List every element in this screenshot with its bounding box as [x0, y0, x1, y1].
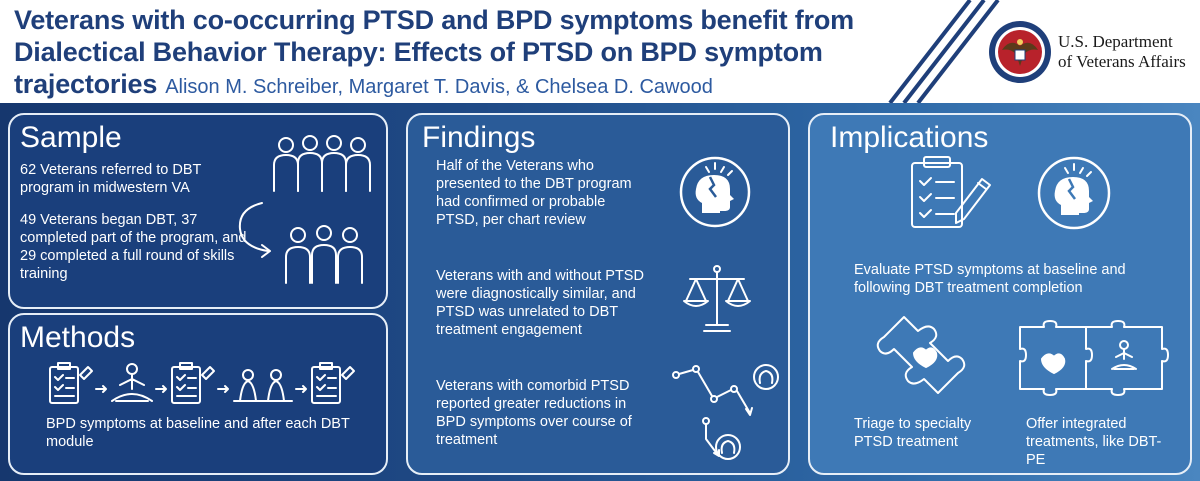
people-small-group-icon: [285, 225, 363, 284]
scales-of-justice-icon: [683, 265, 751, 332]
findings-text-3: Veterans with comorbid PTSD reported gre…: [436, 378, 632, 448]
findings-panel: Findings Half of the Veterans who presen…: [406, 113, 790, 475]
head-stress-icon: [679, 156, 751, 228]
implications-text-1: Evaluate PTSD symptoms at baseline and f…: [854, 262, 1126, 296]
methods-panel: Methods: [8, 313, 388, 475]
methods-title: Methods: [20, 321, 136, 354]
connected-puzzle-icon: [1019, 320, 1169, 396]
methods-sequence-icons: [49, 362, 355, 404]
authors: Alison M. Schreiber, Margaret T. Davis, …: [165, 76, 713, 98]
org-line-2: of Veterans Affairs: [1058, 52, 1186, 71]
page-title: Veterans with co-occurring PTSD and BPD …: [14, 4, 954, 103]
methods-text: BPD symptoms at baseline and after each …: [46, 416, 350, 450]
arrow-curve-icon: [238, 202, 271, 258]
line-chart-decline-icon: [672, 364, 779, 460]
org-line-1: U.S. Department: [1058, 32, 1173, 51]
head-stress-icon-2: [1037, 156, 1111, 230]
content-area: Sample 62 Veterans referred to DBT progr…: [0, 103, 1200, 481]
implications-title: Implications: [830, 121, 989, 154]
sample-text-2: 49 Veterans began DBT, 37 completed part…: [20, 212, 247, 282]
findings-text-2: Veterans with and without PTSD were diag…: [436, 268, 644, 338]
decorative-stripes: [888, 0, 1000, 105]
implications-panel: Implications Evaluate PTSD symptoms at b…: [808, 113, 1192, 475]
findings-text-1: Half of the Veterans who presented to th…: [436, 158, 632, 228]
va-seal-icon: [989, 21, 1051, 83]
header: Veterans with co-occurring PTSD and BPD …: [0, 0, 1200, 105]
checklist-clipboard-icon: [911, 156, 991, 228]
findings-title: Findings: [422, 121, 536, 154]
people-group-icon: [273, 135, 371, 192]
sample-title: Sample: [20, 121, 122, 154]
sample-panel: Sample 62 Veterans referred to DBT progr…: [8, 113, 388, 309]
sample-text-1: 62 Veterans referred to DBT program in m…: [20, 162, 202, 196]
puzzle-piece-icon: [876, 316, 966, 394]
implications-text-2: Triage to specialty PTSD treatment: [854, 416, 972, 450]
implications-text-3: Offer integrated treatments, like DBT-PE: [1026, 416, 1162, 468]
va-wordmark: U.S. Department of Veterans Affairs: [1058, 32, 1186, 72]
title-text: Veterans with co-occurring PTSD and BPD …: [14, 5, 854, 99]
